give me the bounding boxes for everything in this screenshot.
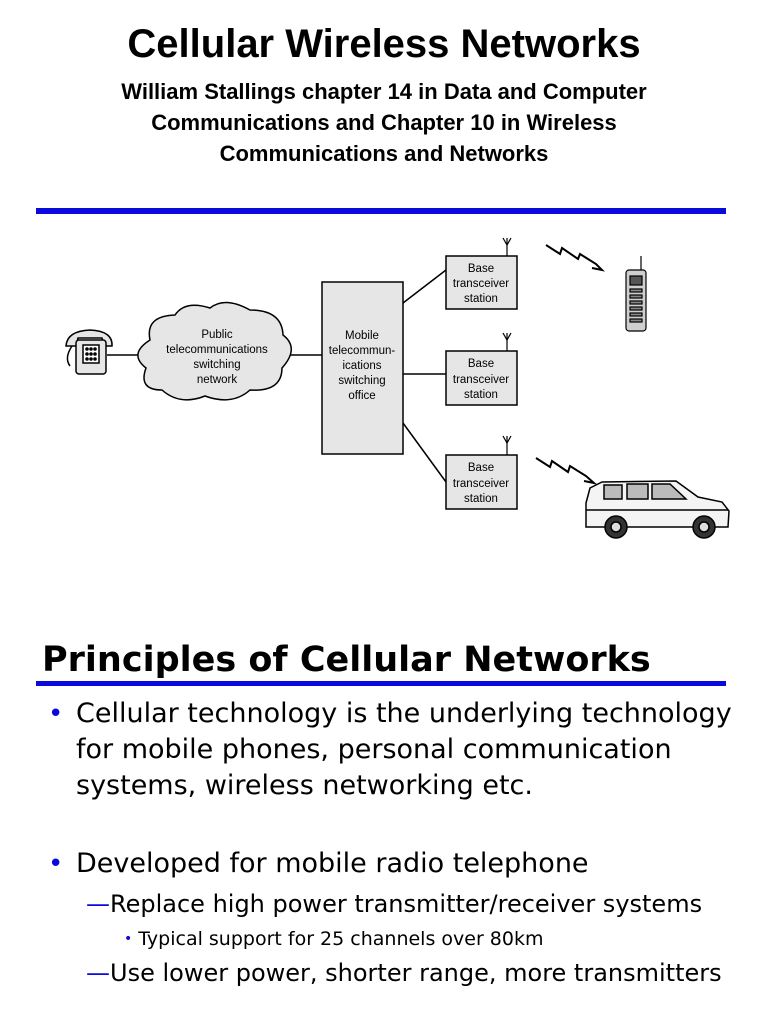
bts-box-2: Base transceiver station [445, 332, 518, 406]
cell-phone-icon [625, 256, 647, 332]
cloud-label-line1: Public [201, 329, 233, 341]
bts1-label-line1: Base [468, 263, 494, 275]
mtso-label-line5: office [348, 390, 375, 402]
sub-bullet-item-1: —Replace high power transmitter/receiver… [86, 889, 756, 920]
antenna-icon [502, 332, 512, 342]
cloud-label-line4: network [197, 374, 238, 386]
mtso-to-bts3-line [402, 422, 447, 483]
bullet-icon: • [48, 699, 64, 729]
lightning-icon [535, 457, 598, 485]
bts3-label-line2: transceiver [453, 478, 509, 490]
bullet-text: Cellular technology is the underlying te… [76, 698, 732, 801]
bts2-label-line3: station [464, 389, 498, 401]
antenna-icon [502, 435, 512, 445]
sub-sub-bullet-item-1: • Typical support for 25 channels over 80… [124, 927, 544, 951]
lightning-icon [545, 244, 606, 272]
mtso-label-line4: switching [338, 375, 385, 387]
sub-bullet-text: Replace high power transmitter/receiver … [110, 890, 703, 918]
sub-bullet-item-2: —Use lower power, shorter range, more tr… [86, 958, 756, 989]
cloud-label-line3: switching [193, 359, 240, 371]
mtso-box: Mobile telecommun- ications switching of… [321, 281, 404, 455]
sub-bullet-text: Use lower power, shorter range, more tra… [110, 959, 722, 987]
cloud-icon: Public telecommunications switching netw… [137, 301, 292, 401]
section-title: Principles of Cellular Networks [42, 640, 651, 680]
bullet-item-2: • Developed for mobile radio telephone [48, 846, 758, 882]
bullet-text: Developed for mobile radio telephone [76, 848, 589, 879]
bullet-item-1: • Cellular technology is the underlying … [48, 696, 758, 804]
title-divider [36, 208, 726, 214]
mtso-label-line3: ications [343, 360, 382, 372]
mtso-label-line1: Mobile [345, 330, 379, 342]
dash-marker: — [86, 890, 110, 918]
bts3-label-line1: Base [468, 462, 494, 474]
bts1-label-line2: transceiver [453, 278, 509, 290]
bts2-label-line2: transceiver [453, 374, 509, 386]
bts3-label-line3: station [464, 493, 498, 505]
sub-sub-bullet-text: Typical support for 25 channels over 80k… [138, 928, 544, 950]
bts1-label-line3: station [464, 293, 498, 305]
connection-lines [107, 269, 447, 483]
slide-title: Cellular Wireless Networks [127, 22, 641, 66]
bullet-icon: • [124, 931, 133, 947]
cellular-network-diagram: Public telecommunications switching netw… [65, 237, 730, 539]
car-icon [585, 480, 730, 539]
mtso-label-line2: telecommun- [329, 345, 396, 357]
dash-marker: — [86, 959, 110, 987]
antenna-icon [502, 237, 512, 247]
bullet-icon: • [48, 849, 64, 879]
bts-box-1: Base transceiver station [445, 237, 518, 310]
cloud-label-line2: telecommunications [166, 344, 268, 356]
bts2-label-line1: Base [468, 358, 494, 370]
bts-box-3: Base transceiver station [445, 435, 518, 510]
telephone-icon [65, 329, 113, 375]
section-divider [36, 681, 726, 686]
mtso-to-bts1-line [402, 269, 447, 304]
slide-subtitle: William Stallings chapter 14 in Data and… [121, 79, 647, 166]
